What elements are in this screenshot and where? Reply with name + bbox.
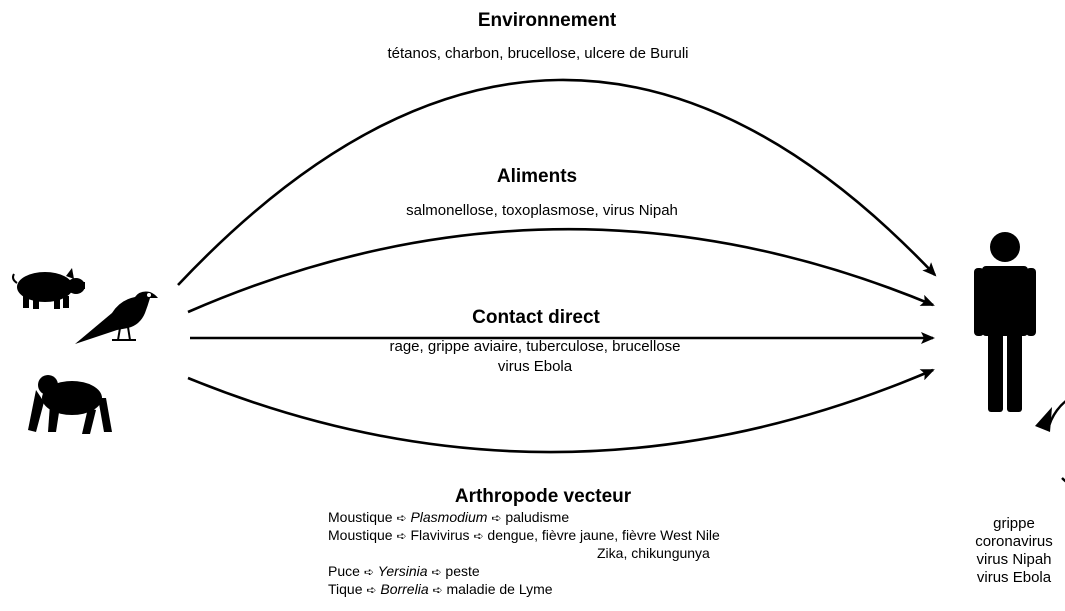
food-route-title: Aliments <box>496 166 578 187</box>
arrow-icon: ➪ <box>363 565 374 579</box>
arrow-icon: ➪ <box>396 529 407 543</box>
vector-route-title: Arthropode vecteur <box>454 486 632 507</box>
disease-name: dengue, fièvre jaune, fièvre West Nile <box>487 527 720 543</box>
direct-contact-route-title: Contact direct <box>472 307 600 328</box>
human-disease-line: virus Nipah <box>976 551 1052 568</box>
arrow-icon: ➪ <box>473 529 484 543</box>
vector-name: Moustique <box>328 509 393 525</box>
disease-name: maladie de Lyme <box>446 581 553 597</box>
human-to-human-diseases: grippe coronavirus virus Nipah virus Ebo… <box>966 515 1062 587</box>
human-to-human-loop-arrow <box>1046 400 1065 483</box>
human-disease-line: grippe <box>993 515 1035 532</box>
pathogen-name: Borrelia <box>380 581 429 597</box>
pathogen-name: Yersinia <box>377 563 428 579</box>
environment-arrow <box>177 78 937 286</box>
direct-contact-diseases-line1: rage, grippe aviaire, tuberculose, bruce… <box>389 338 681 355</box>
environment-route-diseases: tétanos, charbon, brucellose, ulcere de … <box>387 45 689 62</box>
vector-chain-plasmodium: Moustique ➪ Plasmodium ➪ paludisme <box>328 509 569 527</box>
vector-chain-borrelia: Tique ➪ Borrelia ➪ maladie de Lyme <box>328 581 553 599</box>
human-icon <box>974 232 1036 412</box>
arrow-icon: ➪ <box>366 583 377 597</box>
direct-contact-diseases-line2: virus Ebola <box>497 358 573 375</box>
disease-name: peste <box>445 563 480 579</box>
vector-chain-flavivirus-continued: Zika, chikungunya <box>597 545 710 561</box>
vector-name: Puce <box>328 563 360 579</box>
vector-chain-flavivirus: Moustique ➪ Flavivirus ➪ dengue, fièvre … <box>328 527 720 545</box>
food-route-diseases: salmonellose, toxoplasmose, virus Nipah <box>406 202 678 219</box>
pathogen-name: Plasmodium <box>410 509 488 525</box>
arrow-icon: ➪ <box>432 583 443 597</box>
chimpanzee-icon <box>28 375 112 434</box>
vector-name: Tique <box>328 581 363 597</box>
arrow-icon: ➪ <box>491 511 502 525</box>
loop-arrowhead <box>1035 407 1052 432</box>
food-arrow <box>187 227 935 314</box>
pathogen-name: Flavivirus <box>410 527 470 543</box>
bird-icon <box>75 291 158 344</box>
human-disease-line: coronavirus <box>975 533 1053 550</box>
vector-name: Moustique <box>328 527 393 543</box>
disease-name: paludisme <box>505 509 570 525</box>
arrow-icon: ➪ <box>396 511 407 525</box>
arrow-icon: ➪ <box>431 565 442 579</box>
vector-arrow <box>187 368 935 454</box>
environment-route-title: Environnement <box>477 10 617 31</box>
vector-chain-yersinia: Puce ➪ Yersinia ➪ peste <box>328 563 480 581</box>
human-disease-line: virus Ebola <box>976 569 1052 586</box>
pig-icon <box>12 268 85 309</box>
